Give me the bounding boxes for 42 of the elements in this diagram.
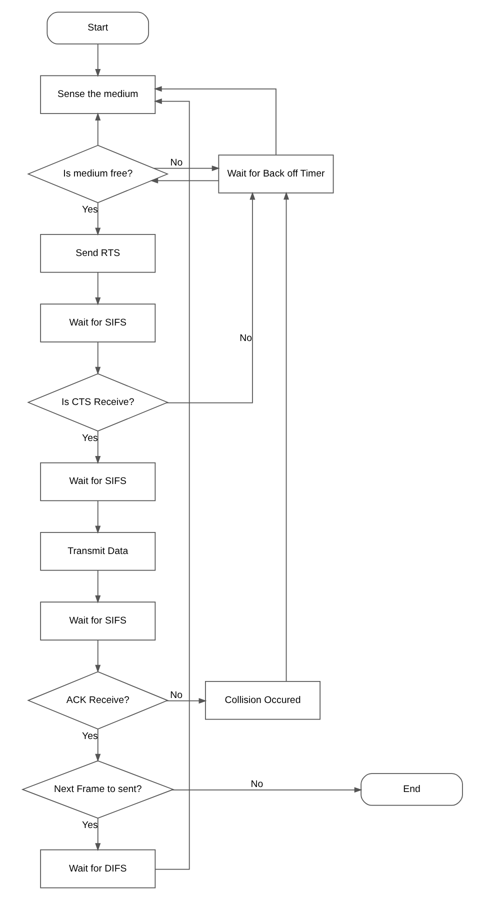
node-box: Start <box>46 12 150 44</box>
arrow <box>153 166 220 172</box>
node-box: Sense the medium <box>40 75 156 114</box>
edge-label: Yes <box>82 730 98 742</box>
arrow <box>95 728 101 762</box>
arrow <box>95 112 101 146</box>
node-box: Wait for SIFS <box>40 462 156 502</box>
edge-label: No <box>170 690 182 702</box>
arrow <box>172 787 362 793</box>
arrow <box>95 44 101 77</box>
node-box: Wait for Back off Timer <box>218 154 334 194</box>
node-box: Wait for SIFS <box>40 602 156 640</box>
node-box: Collision Occured <box>205 681 321 720</box>
arrow <box>154 86 276 156</box>
arrow <box>284 192 290 682</box>
edge-label: No <box>240 333 252 344</box>
arrow <box>154 98 190 870</box>
node-diamond: Is medium free? <box>27 144 169 204</box>
arrow <box>95 818 101 852</box>
node-diamond: Next Frame to sent? <box>21 760 174 819</box>
edge-label: Yes <box>82 204 98 216</box>
arrow <box>95 570 101 604</box>
node-box: Send RTS <box>40 234 156 273</box>
node-diamond: ACK Receive? <box>27 671 169 730</box>
edge-label: Yes <box>82 820 98 832</box>
edge-label: No <box>170 157 183 168</box>
arrow <box>166 698 207 704</box>
edge-label: Yes <box>82 433 98 444</box>
arrow <box>95 202 101 236</box>
arrow <box>95 640 101 673</box>
node-box: Transmit Data <box>40 532 156 571</box>
arrow <box>95 272 101 306</box>
arrow <box>150 178 220 184</box>
node-box: End <box>360 773 463 806</box>
arrow <box>95 430 101 464</box>
node-box: Wait for SIFS <box>40 304 156 342</box>
node-box: Wait for DIFS <box>40 849 156 888</box>
arrow <box>166 192 256 404</box>
edge-label: No <box>250 779 264 790</box>
arrow <box>95 500 101 534</box>
node-diamond: Is CTS Receive? <box>27 373 169 432</box>
arrow <box>95 342 101 375</box>
